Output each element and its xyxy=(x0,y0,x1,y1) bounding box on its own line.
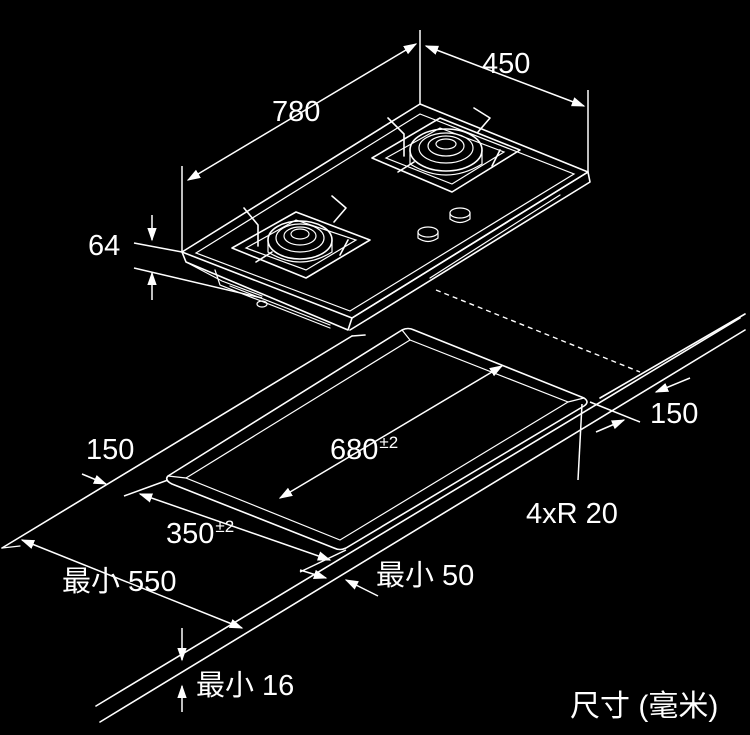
label-450: 450 xyxy=(482,48,531,80)
label-680-tolerance: ±2 xyxy=(379,433,399,452)
dim-450 xyxy=(424,45,589,172)
label-min-550: 最小 550 xyxy=(62,566,177,598)
knob-right xyxy=(449,207,471,224)
countertop xyxy=(1,313,746,723)
label-780: 780 xyxy=(272,96,321,128)
label-64: 64 xyxy=(88,230,121,262)
dim-350 xyxy=(123,479,347,573)
label-150-left: 150 xyxy=(86,434,135,466)
label-150-right: 150 xyxy=(650,398,699,430)
dim-150-left xyxy=(81,473,108,485)
knob-left xyxy=(417,226,439,243)
label-radius: 4xR 20 xyxy=(526,498,618,530)
projection-line xyxy=(435,289,641,373)
dim-780 xyxy=(181,30,421,252)
hob xyxy=(181,103,591,331)
burner-left xyxy=(231,195,371,279)
label-680: 680±2 xyxy=(330,434,398,465)
label-min-16: 最小 16 xyxy=(196,670,295,702)
units-label: 尺寸 (毫米) xyxy=(570,690,719,723)
label-350-value: 350 xyxy=(166,518,215,550)
dim-150-right xyxy=(589,377,691,433)
radius-leader xyxy=(577,403,583,481)
dim-min-550 xyxy=(20,539,244,629)
dim-680 xyxy=(278,365,504,499)
label-350: 350±2 xyxy=(166,518,234,549)
label-680-value: 680 xyxy=(330,434,379,466)
label-min-50: 最小 50 xyxy=(376,560,475,592)
dim-min-50 xyxy=(299,569,379,597)
label-350-tolerance: ±2 xyxy=(215,517,235,536)
dim-64 xyxy=(133,215,263,300)
